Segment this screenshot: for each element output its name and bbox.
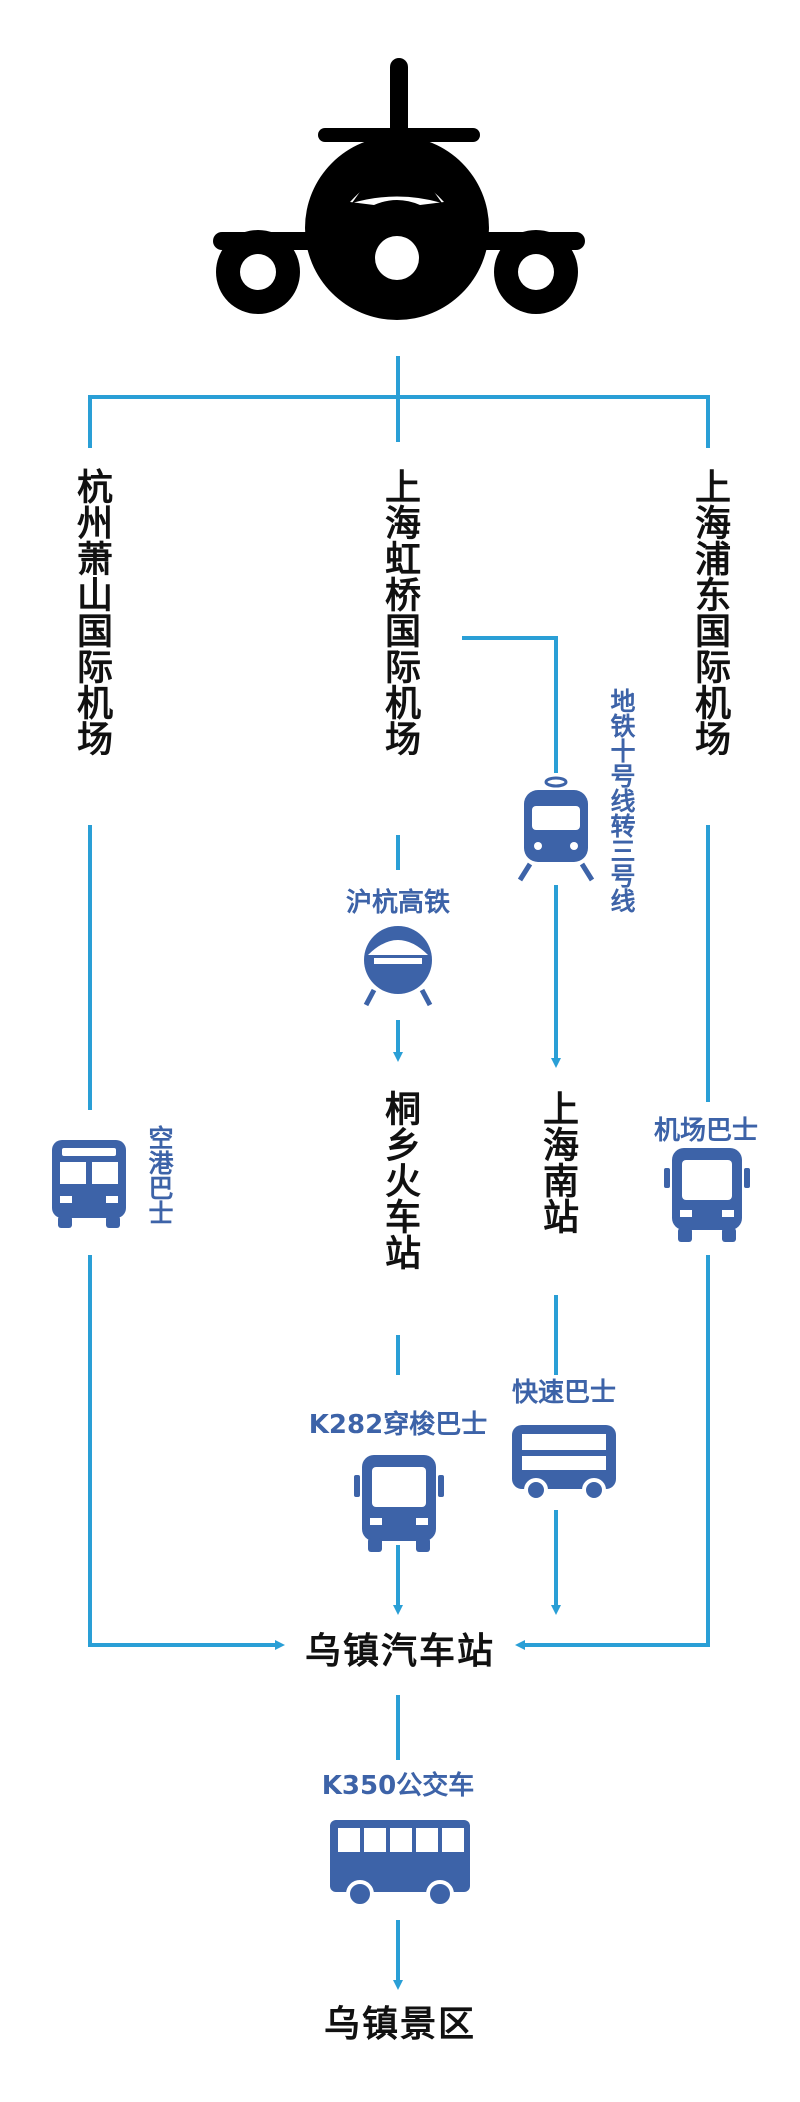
label-express-bus: 快速巴士 (511, 1378, 617, 1408)
label-k350: K350公交车 (321, 1771, 475, 1801)
station-shanghai-south: 上海南站 (537, 1090, 578, 1234)
metro-train-icon (517, 776, 595, 882)
city-bus-icon (330, 1820, 470, 1908)
station-wuzhen-scenic: 乌镇景区 (323, 2004, 477, 2045)
bus-front-icon-right (664, 1148, 750, 1242)
label-metro: 地铁十号线转三号线 (607, 688, 636, 913)
label-k282: K282穿梭巴士 (308, 1410, 488, 1440)
label-airport-bus-left: 空港巴士 (145, 1125, 174, 1225)
double-decker-bus-icon (512, 1425, 616, 1502)
airport-pudong: 上海浦东国际机场 (689, 468, 730, 756)
high-speed-train-icon (363, 926, 433, 1007)
shuttle-bus-icon (354, 1455, 444, 1552)
label-airport-bus-right: 机场巴士 (653, 1116, 759, 1146)
airport-hangzhou: 杭州萧山国际机场 (71, 468, 112, 756)
metro-line-a (462, 636, 558, 773)
airport-hongqiao: 上海虹桥国际机场 (379, 468, 420, 756)
bus-front-icon (52, 1140, 126, 1228)
station-tongxiang: 桐乡火车站 (379, 1090, 420, 1270)
station-wuzhen-bus: 乌镇汽车站 (304, 1631, 496, 1672)
airplane-icon (213, 58, 585, 320)
label-hsr: 沪杭高铁 (345, 888, 451, 918)
